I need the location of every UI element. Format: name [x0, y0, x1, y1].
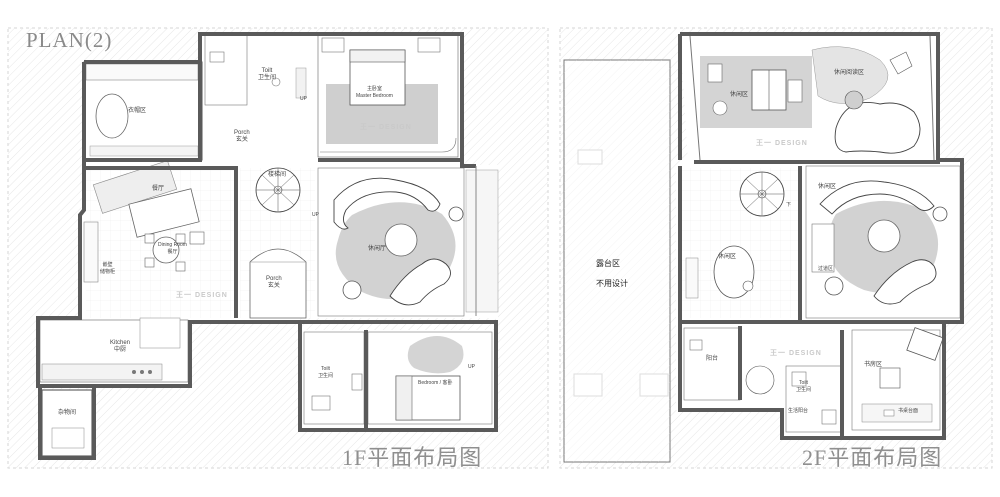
room-label-dining-room: Dining Room 餐厅 [158, 242, 187, 255]
watermark: 王一 DESIGN [360, 124, 412, 131]
room-label-kitchen: Kitchen 中厨 [110, 340, 131, 353]
watermark: 王一 DESIGN [770, 350, 822, 357]
up-mark: UP [300, 96, 307, 102]
floor2-caption: 2F平面布局图 [802, 445, 943, 470]
down-mark: 下 [786, 202, 792, 208]
room-label-master-bedroom: 主卧室 Master Bedroom [356, 86, 393, 99]
floor1-plan [36, 32, 499, 460]
room-label-cabinet: 嵌壁 储物柜 [100, 262, 116, 275]
room-label-laundry: 生活阳台 [788, 408, 809, 414]
room-label-rest: 休闲区 [730, 92, 749, 98]
room-label-toilet-bottom: Toilt 卫生间 [318, 366, 334, 379]
watermark: 王一 DESIGN [176, 292, 228, 299]
room-label-study-2: 书房区 [864, 362, 883, 368]
up-mark: UP [312, 212, 319, 218]
room-label-study: 休闲区 [818, 184, 837, 190]
room-label-stairs-area: 休闲区 [718, 254, 737, 260]
room-label-balcony: 阳台 [706, 356, 719, 362]
room-label-porch-top: Porch 玄关 [234, 130, 250, 143]
room-label-unused: 不用设计 [596, 279, 628, 288]
floor2-plan [563, 32, 964, 463]
room-label-toilet-2f: Toilt 卫生间 [796, 380, 812, 393]
room-label-storage: 杂物间 [58, 410, 77, 416]
up-mark: UP [468, 364, 475, 370]
floor1-caption: 1F平面布局图 [342, 445, 483, 470]
room-label-walkin: 衣帽区 [128, 108, 147, 114]
room-label-desk: 书桌台面 [898, 408, 919, 414]
room-label-dining-tag: 餐厅 [152, 186, 165, 192]
plan-title: PLAN(2) [26, 28, 113, 52]
room-label-toilet-top: Toilt 卫生间 [258, 68, 277, 81]
room-label-leisure: 休闲厅 [368, 246, 387, 252]
room-label-terrace: 露台区 [596, 259, 620, 268]
room-label-stairs: 楼梯间 [268, 172, 287, 178]
watermark: 王一 DESIGN [756, 140, 808, 147]
room-label-tea: 过道区 [818, 266, 834, 272]
room-label-porch-mid: Porch 玄关 [266, 276, 282, 289]
room-label-bedroom: Bedroom / 客卧 [418, 380, 453, 386]
room-label-reading: 休闲阅读区 [834, 70, 865, 76]
